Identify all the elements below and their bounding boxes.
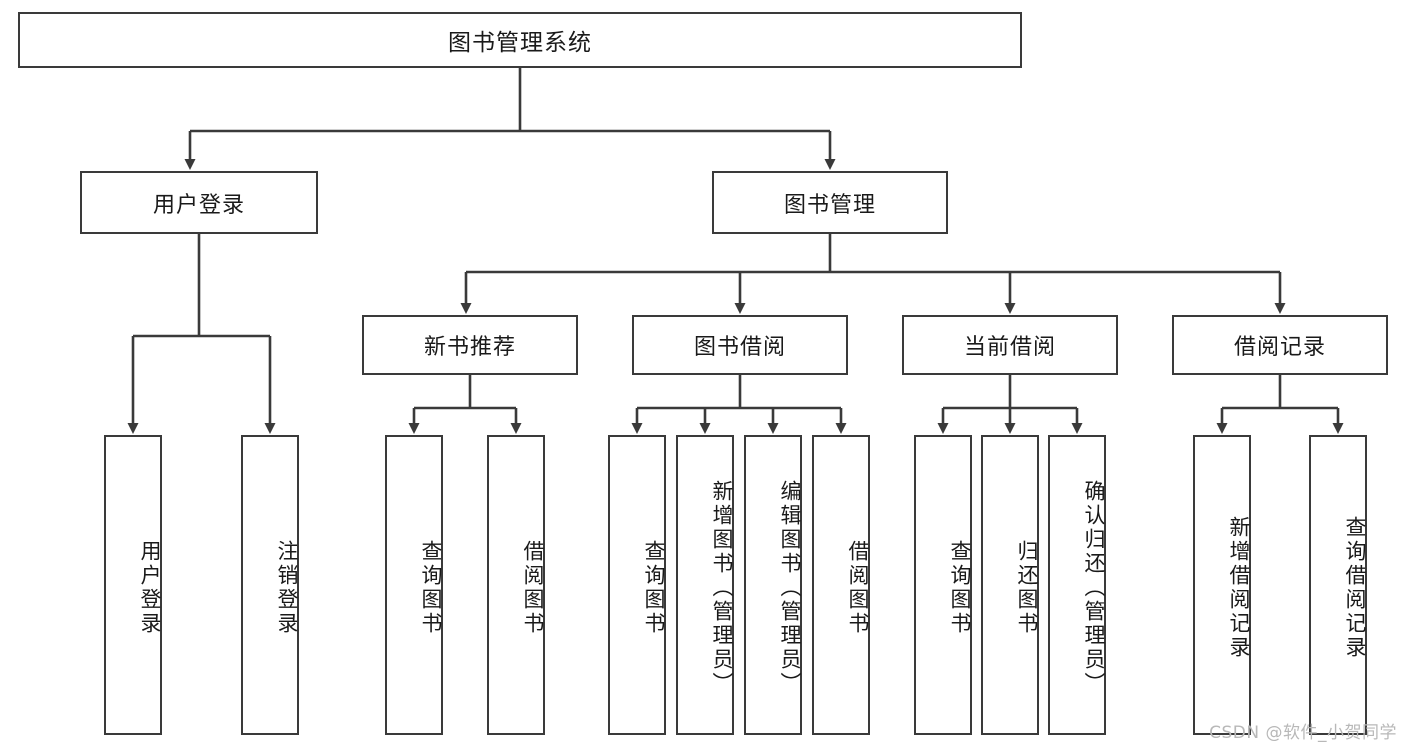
node-leaf-query-book-2[interactable]: 查询图书: [608, 435, 666, 735]
node-label: 借阅图书: [521, 540, 545, 636]
node-book-borrow[interactable]: 图书借阅: [632, 315, 848, 375]
node-label: 确认归还（管理员）: [1082, 480, 1106, 696]
node-leaf-add-book[interactable]: 新增图书（管理员）: [676, 435, 734, 735]
node-leaf-user-login[interactable]: 用户登录: [104, 435, 162, 735]
node-label: 新书推荐: [423, 335, 516, 360]
node-label: 查询图书: [642, 540, 666, 636]
node-label: 借阅记录: [1233, 335, 1326, 360]
node-leaf-edit-book[interactable]: 编辑图书（管理员）: [744, 435, 802, 735]
node-label: 归还图书: [1015, 540, 1039, 636]
node-label: 新增图书（管理员）: [710, 480, 734, 696]
node-label: 查询图书: [419, 540, 443, 636]
csdn-watermark: CSDN @软件_小贺同学: [1209, 723, 1397, 743]
node-book-management[interactable]: 图书管理: [712, 171, 948, 234]
node-label: 借阅图书: [846, 540, 870, 636]
node-label: 当前借阅: [963, 335, 1056, 360]
node-label: 图书借阅: [693, 335, 786, 360]
node-leaf-add-record[interactable]: 新增借阅记录: [1193, 435, 1251, 735]
node-leaf-return-book[interactable]: 归还图书: [981, 435, 1039, 735]
node-new-book-recommend[interactable]: 新书推荐: [362, 315, 578, 375]
node-leaf-logout-login[interactable]: 注销登录: [241, 435, 299, 735]
node-label: 用户登录: [138, 540, 162, 636]
node-label: 注销登录: [275, 540, 299, 636]
node-leaf-query-record[interactable]: 查询借阅记录: [1309, 435, 1367, 735]
node-leaf-borrow-book-2[interactable]: 借阅图书: [812, 435, 870, 735]
node-label: 用户登录: [152, 192, 245, 218]
node-current-borrow[interactable]: 当前借阅: [902, 315, 1118, 375]
node-borrow-record[interactable]: 借阅记录: [1172, 315, 1388, 375]
node-leaf-query-book-1[interactable]: 查询图书: [385, 435, 443, 735]
node-label: 图书管理: [783, 192, 876, 218]
node-leaf-borrow-book-1[interactable]: 借阅图书: [487, 435, 545, 735]
node-leaf-confirm-return[interactable]: 确认归还（管理员）: [1048, 435, 1106, 735]
node-label: 新增借阅记录: [1227, 516, 1251, 660]
node-label: 查询借阅记录: [1343, 516, 1367, 660]
node-label: 图书管理系统: [448, 30, 592, 56]
node-label: 编辑图书（管理员）: [778, 480, 802, 696]
node-label: 查询图书: [948, 540, 972, 636]
node-user-login[interactable]: 用户登录: [80, 171, 318, 234]
node-leaf-query-book-3[interactable]: 查询图书: [914, 435, 972, 735]
node-root-system[interactable]: 图书管理系统: [18, 12, 1022, 68]
